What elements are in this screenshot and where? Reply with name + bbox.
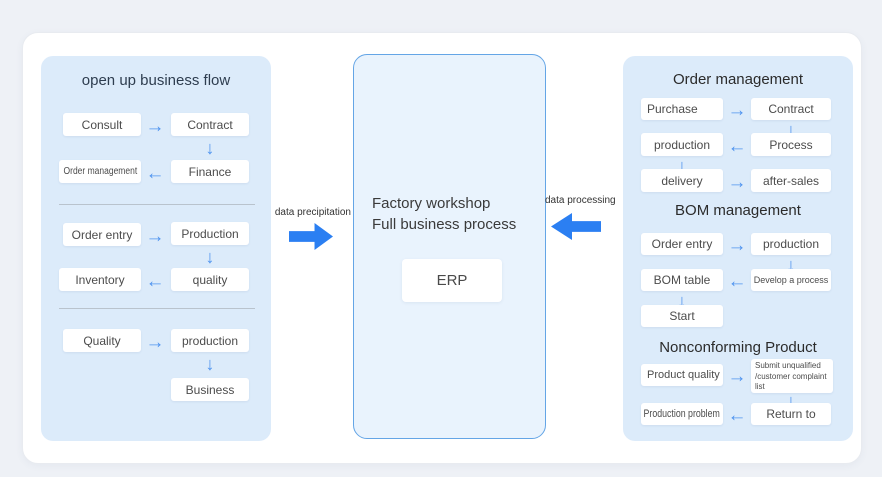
- right-panel: Order management Purchase → Contract ↓ p…: [623, 56, 853, 441]
- node-purchase: Purchase: [641, 98, 723, 120]
- arrow-right-icon: →: [727, 100, 747, 121]
- data-precipitation-label: data precipitation: [274, 207, 351, 218]
- center-title-line2: Full business process: [372, 216, 517, 233]
- node-after-sales: after-sales: [751, 169, 831, 192]
- left-panel-title: open up business flow: [81, 72, 231, 89]
- section-title-order-management: Order management: [672, 71, 804, 88]
- divider: [59, 204, 255, 205]
- node-production-2: production: [171, 329, 249, 352]
- arrow-left-icon: ←: [727, 271, 747, 292]
- center-title-line1: Factory workshop: [372, 195, 491, 212]
- left-panel: open up business flow Consult → Contract…: [41, 56, 271, 441]
- center-panel: Factory workshop Full business process E…: [353, 54, 546, 439]
- node-order-entry: Order entry: [63, 223, 141, 246]
- node-process: Process: [751, 133, 831, 156]
- node-business: Business: [171, 378, 249, 401]
- arrow-left-icon: ←: [727, 136, 747, 157]
- node-production-r: production: [641, 133, 723, 156]
- node-production-problem-label: Production problem: [643, 408, 721, 420]
- arrow-right-icon: →: [727, 366, 747, 387]
- node-bom-table: BOM table: [641, 269, 723, 291]
- arrow-right-icon: →: [727, 235, 747, 256]
- node-product-quality: Product quality: [641, 364, 723, 386]
- node-order-management-label: Order management: [63, 166, 137, 177]
- arrow-right-icon: →: [145, 226, 165, 247]
- node-delivery: delivery: [641, 169, 723, 192]
- node-contract: Contract: [171, 113, 249, 136]
- diagram-card: open up business flow Consult → Contract…: [22, 32, 862, 464]
- arrow-left-icon: ←: [727, 405, 747, 426]
- node-develop-process: Develop a process: [751, 269, 831, 291]
- section-title-bom-management: BOM management: [675, 202, 801, 219]
- arrow-down-icon: ↓: [205, 247, 215, 267]
- node-consult: Consult: [63, 113, 141, 136]
- node-start: Start: [641, 305, 723, 327]
- arrow-left-icon: ←: [145, 163, 165, 184]
- arrow-right-icon: →: [727, 172, 747, 193]
- node-contract-r: Contract: [751, 98, 831, 120]
- block-arrow-left-icon: [551, 213, 601, 240]
- node-erp: ERP: [402, 259, 502, 302]
- node-order-management: Order management: [59, 160, 141, 183]
- arrow-left-icon: ←: [145, 271, 165, 292]
- node-quality: quality: [171, 268, 249, 291]
- node-production: Production: [171, 222, 249, 245]
- arrow-right-icon: →: [145, 332, 165, 353]
- section-title-nonconforming-product: Nonconforming Product: [659, 339, 817, 356]
- node-production-bom: production: [751, 233, 831, 255]
- node-order-entry-r: Order entry: [641, 233, 723, 255]
- node-finance: Finance: [171, 160, 249, 183]
- arrow-down-icon: ↓: [205, 138, 215, 158]
- node-quality-2: Quality: [63, 329, 141, 352]
- data-processing-label: data processing: [545, 195, 616, 206]
- divider: [59, 308, 255, 309]
- node-return-to: Return to: [751, 403, 831, 425]
- node-production-problem: Production problem: [641, 403, 723, 425]
- node-inventory: Inventory: [59, 268, 141, 291]
- arrow-down-icon: ↓: [205, 354, 215, 374]
- arrow-right-icon: →: [145, 116, 165, 137]
- block-arrow-right-icon: [289, 223, 333, 250]
- node-submit-unqualified: Submit unqualified /customer complaint l…: [751, 359, 833, 393]
